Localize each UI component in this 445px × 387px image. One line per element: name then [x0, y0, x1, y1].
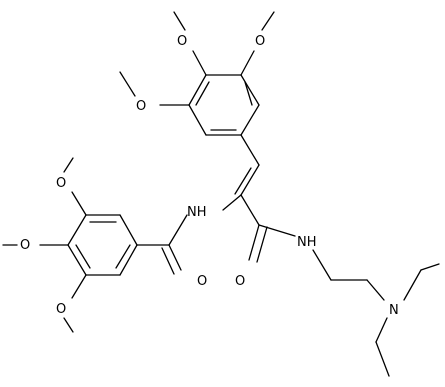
atom-n-amine: N: [389, 303, 399, 318]
left-aromatic-ring: [67, 214, 138, 276]
upper-methoxy-groups: [119, 11, 275, 106]
upper-aromatic-ring: [188, 74, 260, 136]
atom-o-left-bottom: O: [56, 302, 66, 317]
atom-o-upper-left: O: [136, 99, 146, 114]
atom-nh-amide-left: NH: [187, 205, 207, 220]
atom-nh-amide-right: NH: [297, 235, 317, 250]
atom-o-left-top: O: [56, 176, 66, 191]
atom-o-carbonyl-right: O: [235, 274, 245, 289]
atom-o-left-mid: O: [20, 238, 30, 253]
left-amide: [136, 214, 188, 275]
atom-o-top-left: O: [177, 34, 187, 49]
backbone-chain: [222, 134, 440, 377]
atom-labels: O O O NH O O O O O NH N: [20, 34, 399, 318]
atom-o-carbonyl-left: O: [197, 274, 207, 289]
atom-o-top-right: O: [255, 34, 265, 49]
left-methoxy-groups: [2, 157, 87, 333]
